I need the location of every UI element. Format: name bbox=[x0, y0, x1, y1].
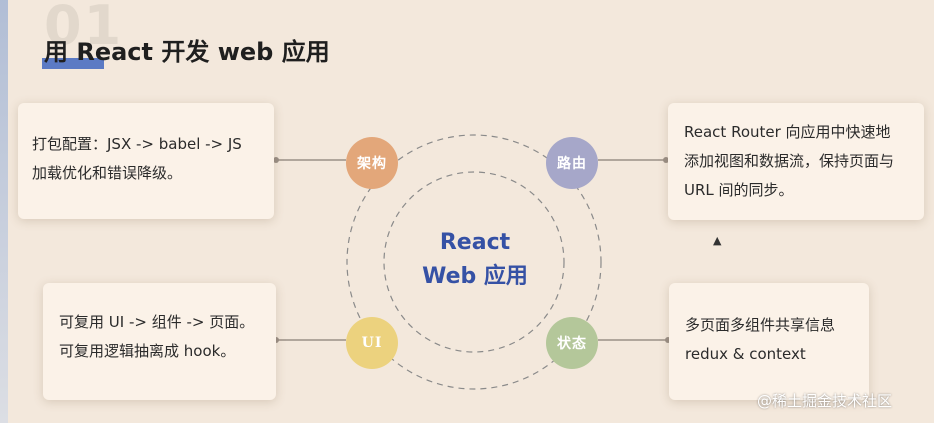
routing-line-2: 添加视图和数据流，保持页面与 bbox=[684, 152, 895, 170]
slide-title: 用 React 开发 web 应用 bbox=[44, 38, 330, 66]
state-node: 状态 bbox=[546, 317, 598, 369]
state-card: 多页面多组件共享信息 redux & context bbox=[669, 283, 869, 400]
state-line-1: 多页面多组件共享信息 bbox=[685, 316, 836, 334]
architecture-line-2: 加载优化和错误降级。 bbox=[32, 164, 183, 182]
ui-node: UI bbox=[346, 317, 398, 369]
title-underline bbox=[42, 58, 104, 69]
center-label-line-2: Web 应用 bbox=[422, 264, 528, 289]
mouse-cursor-icon: ▲ bbox=[713, 234, 722, 247]
inner-ring bbox=[383, 171, 565, 353]
connector-dot bbox=[273, 157, 279, 163]
routing-node: 路由 bbox=[546, 137, 598, 189]
outer-ring bbox=[346, 134, 602, 390]
ui-card: 可复用 UI -> 组件 -> 页面。 可复用逻辑抽离成 hook。 bbox=[43, 283, 276, 400]
state-line-2: redux & context bbox=[685, 345, 806, 363]
architecture-node: 架构 bbox=[346, 137, 398, 189]
routing-line-3: URL 间的同步。 bbox=[684, 181, 794, 199]
connector-dot bbox=[663, 157, 669, 163]
routing-card: React Router 向应用中快速地 添加视图和数据流，保持页面与 URL … bbox=[668, 103, 924, 220]
routing-line-1: React Router 向应用中快速地 bbox=[684, 123, 891, 141]
watermark: @稀土掘金技术社区 bbox=[757, 392, 893, 410]
architecture-line-1: 打包配置：JSX -> babel -> JS bbox=[32, 135, 242, 153]
ui-line-2: 可复用逻辑抽离成 hook。 bbox=[59, 342, 236, 360]
ui-line-1: 可复用 UI -> 组件 -> 页面。 bbox=[59, 313, 255, 331]
architecture-card: 打包配置：JSX -> babel -> JS 加载优化和错误降级。 bbox=[18, 103, 274, 219]
center-label: React Web 应用 bbox=[400, 226, 550, 294]
center-label-line-1: React bbox=[439, 230, 511, 255]
slide-number: 01 bbox=[44, 0, 124, 57]
left-accent-bar bbox=[0, 0, 8, 423]
